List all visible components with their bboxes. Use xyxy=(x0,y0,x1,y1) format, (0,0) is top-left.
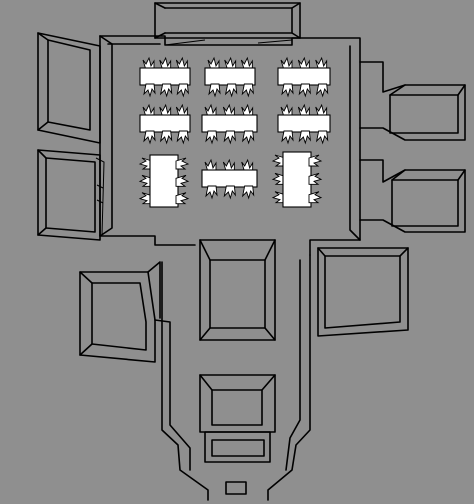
chair xyxy=(308,172,323,185)
chair xyxy=(159,130,173,145)
chair xyxy=(205,130,218,145)
chair xyxy=(176,130,189,145)
chair xyxy=(205,185,218,200)
southwest-room xyxy=(79,261,161,363)
table-horizontal xyxy=(201,114,258,133)
table-horizontal xyxy=(139,114,191,133)
table-horizontal xyxy=(204,67,256,86)
table-vertical xyxy=(149,154,179,208)
chair xyxy=(315,130,329,145)
table-vertical xyxy=(282,151,312,208)
central-room-upper xyxy=(199,239,276,341)
furniture-layer xyxy=(138,56,331,208)
table-horizontal xyxy=(277,67,331,86)
chair xyxy=(308,154,323,167)
east-room-lower xyxy=(317,247,409,337)
west-storage-upper xyxy=(37,32,101,144)
chair xyxy=(175,192,190,205)
chair xyxy=(241,185,255,200)
west-storage-lower xyxy=(37,149,105,241)
central-room-lower xyxy=(199,374,276,433)
chair xyxy=(143,130,156,145)
chair xyxy=(281,130,294,145)
table-horizontal xyxy=(277,114,331,133)
chair xyxy=(176,83,189,98)
chair xyxy=(224,83,238,98)
chair xyxy=(159,83,173,98)
chair xyxy=(298,83,311,98)
chair xyxy=(281,83,294,98)
table-horizontal xyxy=(201,169,258,188)
chair xyxy=(175,174,190,187)
chair xyxy=(308,191,323,204)
chair xyxy=(298,130,311,145)
chair xyxy=(241,130,255,145)
east-room-upper xyxy=(359,61,466,141)
north-alcove xyxy=(154,2,301,46)
south-entrance xyxy=(204,431,271,495)
south-corridor xyxy=(154,254,311,501)
east-room-middle xyxy=(359,159,466,233)
chair xyxy=(175,157,190,170)
chair xyxy=(223,185,236,200)
chair xyxy=(143,83,156,98)
chair xyxy=(208,83,221,98)
chair xyxy=(241,83,254,98)
chair xyxy=(315,83,329,98)
table-horizontal xyxy=(139,67,191,86)
chair xyxy=(223,130,236,145)
